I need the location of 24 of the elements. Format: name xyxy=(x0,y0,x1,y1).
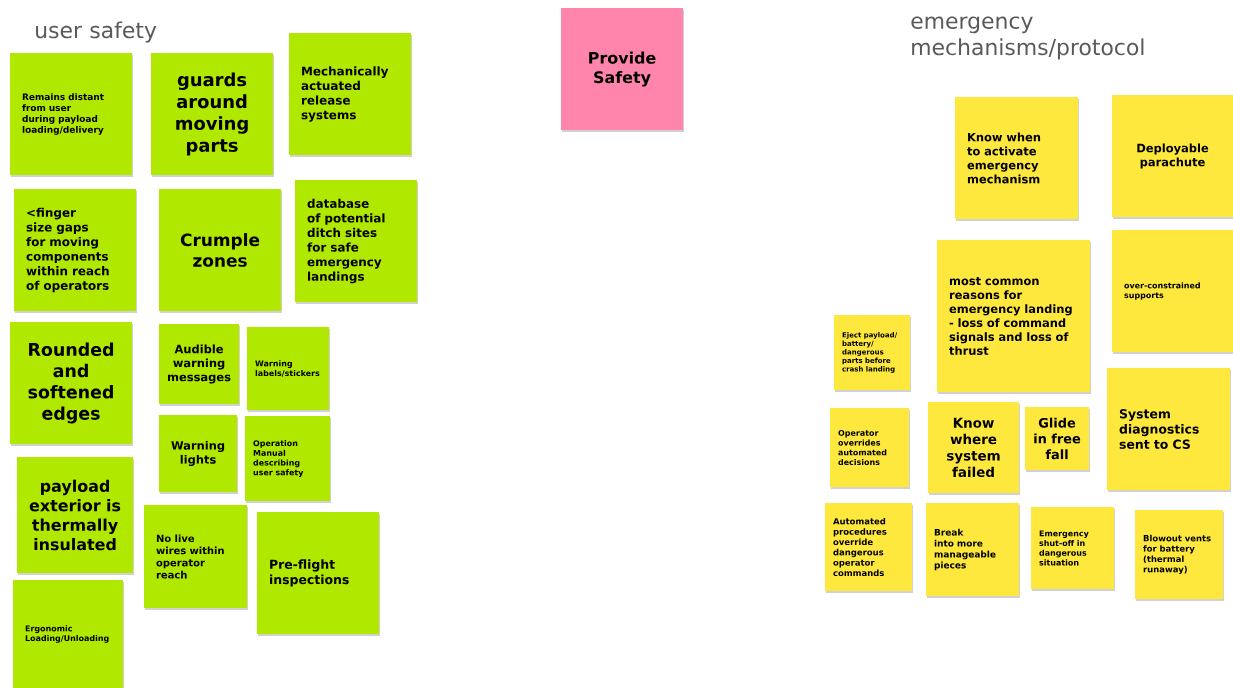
sticky-note: payload exterior is thermally insulated xyxy=(17,457,133,573)
sticky-note: database of potential ditch sites for safe emergency landings xyxy=(295,180,417,302)
sticky-note: Deployable parachute xyxy=(1112,95,1233,217)
heading: user safety xyxy=(36,21,157,43)
sticky-note: Remains distant from user during payload loading/delivery xyxy=(10,53,132,175)
sticky-note: Blowout vents for battery (thermal runaway) xyxy=(1135,510,1223,599)
sticky-note: No live wires within operator reach xyxy=(144,505,247,608)
sticky-note: System diagnostics sent to CS xyxy=(1107,368,1230,490)
sticky-note: Rounded and softened edges xyxy=(10,322,132,444)
heading: emergency mechanisms/protocol xyxy=(911,16,1144,60)
sticky-note: Crumple zones xyxy=(159,189,281,311)
sticky-note: Break into more manageable pieces xyxy=(926,503,1019,596)
sticky-note: Know where system failed xyxy=(928,402,1019,493)
sticky-note: Provide Safety xyxy=(561,8,683,130)
sticky-note: guards around moving parts xyxy=(151,53,273,175)
sticky-note: Warning lights xyxy=(159,415,237,492)
sticky-note: Automated procedures override dangerous operator commands xyxy=(825,503,912,591)
sticky-note: Know when to activate emergency mechanism xyxy=(955,97,1078,219)
sticky-note: <finger size gaps for moving components within reach of operators xyxy=(14,189,136,311)
sticky-note: Pre-flight inspections xyxy=(257,512,379,634)
sticky-note: Audible warning messages xyxy=(159,324,239,404)
sticky-note: Glide in free fall xyxy=(1025,407,1089,470)
sticky-note: Mechanically actuated release systems xyxy=(289,33,411,155)
sticky-note: most common reasons for emergency landing - loss of command signals and loss of thrust xyxy=(937,240,1090,392)
